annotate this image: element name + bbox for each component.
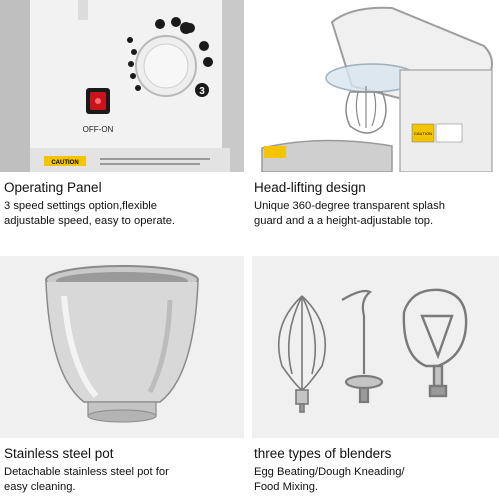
stainless-pot-card: Stainless steel pot Detachable stainless… [0, 256, 244, 499]
caution-label: CAUTION [51, 160, 78, 166]
head-lifting-photo: CAUTION [252, 0, 499, 172]
blenders-description-line-1: Egg Beating/Dough Kneading/ [254, 466, 405, 478]
operating-panel-title: Operating Panel [4, 180, 102, 195]
head-lifting-description-line-2: guard and a a height-adjustable top. [254, 215, 434, 227]
whisk-attachment [277, 295, 327, 413]
dough-hook-attachment [341, 289, 384, 404]
stainless-pot-photo [0, 256, 244, 438]
caution-sticker: CAUTION [414, 131, 432, 136]
stainless-pot-description-line-2: easy cleaning. [4, 481, 76, 493]
flat-beater-attachment [402, 288, 468, 398]
blenders-description-line-2: Food Mixing. [254, 481, 319, 493]
stainless-pot-title: Stainless steel pot [4, 446, 114, 461]
switch-label: OFF-ON [83, 125, 114, 134]
operating-panel-photo: 3 OFF-ON CAUTION [0, 0, 244, 172]
head-lifting-description-line-1: Unique 360-degree transparent splash [254, 200, 445, 212]
operating-panel-description-line-1: 3 speed settings option,flexible [4, 200, 157, 212]
head-lifting-card: CAUTION Head-lifting design Unique 360-d… [252, 0, 499, 240]
blenders-photo [252, 256, 499, 438]
operating-panel-description-line-2: adjustable speed, easy to operate. [4, 215, 176, 227]
stainless-pot-description-line-1: Detachable stainless steel pot for [4, 466, 169, 478]
blenders-card: three types of blenders Egg Beating/Doug… [252, 256, 499, 499]
dial-number: 3 [199, 86, 205, 97]
head-lifting-title: Head-lifting design [254, 180, 366, 195]
blenders-title: three types of blenders [254, 446, 392, 461]
operating-panel-card: 3 OFF-ON CAUTION Operating Panel 3 speed… [0, 0, 244, 240]
